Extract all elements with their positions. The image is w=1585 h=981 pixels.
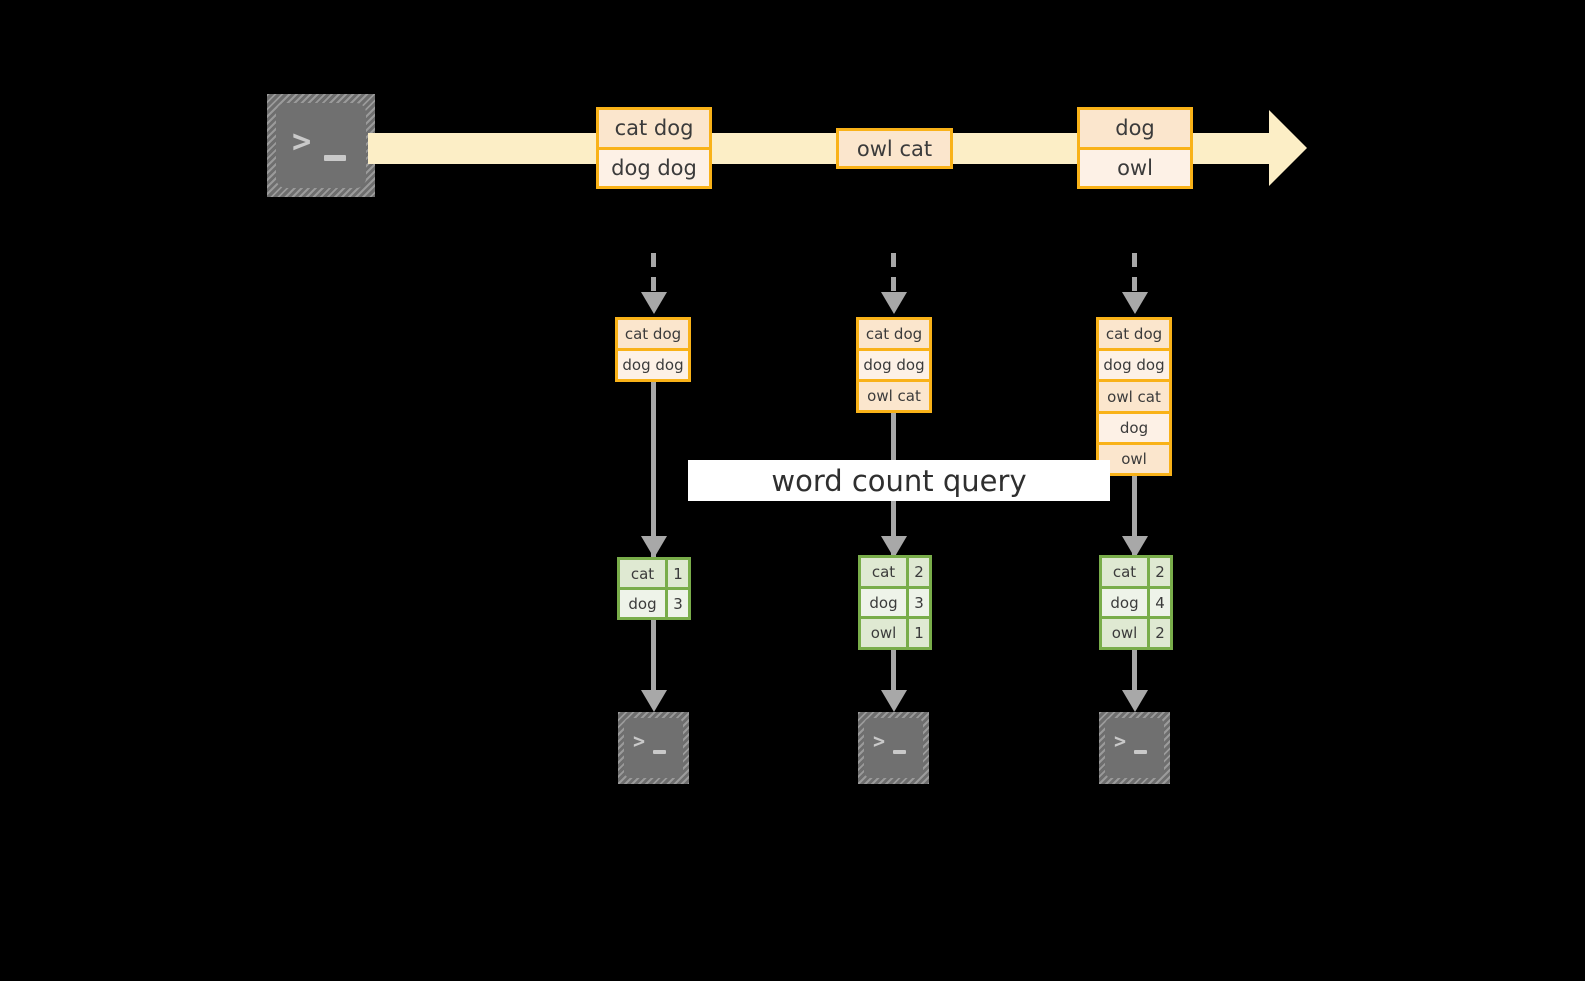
accumulated-table-2-row-2: dog dog bbox=[859, 348, 929, 379]
sink-arrow-3-line bbox=[1132, 650, 1137, 692]
trigger-2-dashed-line bbox=[891, 253, 896, 295]
trigger-3-dashed-line bbox=[1132, 253, 1137, 295]
sink-terminal-2-underscore-icon bbox=[893, 750, 906, 754]
result-table-2-row-1-count: 2 bbox=[914, 562, 924, 581]
sink-terminal-1-icon: > bbox=[618, 712, 689, 784]
stream-batch-2-line-1: owl cat bbox=[856, 136, 933, 161]
terminal-screen: > bbox=[276, 103, 366, 188]
stream-batch-1-line-2: dog dog bbox=[599, 146, 709, 186]
query-arrow-1-line bbox=[651, 382, 656, 558]
accumulated-table-2-row-1: cat dog bbox=[865, 325, 923, 343]
accumulated-table-3-row-1: cat dog bbox=[1105, 325, 1163, 344]
result-table-1-row-2-count: 3 bbox=[668, 590, 688, 617]
result-table-2-row-1: cat 2 bbox=[861, 558, 929, 586]
result-table-2-row-1-word: cat bbox=[861, 558, 909, 586]
accumulated-table-3-row-4: dog bbox=[1099, 410, 1169, 442]
sink-terminal-3-screen: > bbox=[1105, 718, 1164, 778]
query-arrow-3-line bbox=[1132, 476, 1137, 558]
sink-arrow-1-head-icon bbox=[641, 690, 667, 712]
trigger-1-dashed-line bbox=[651, 253, 656, 295]
sink-terminal-2-chevron-icon: > bbox=[873, 729, 886, 753]
trigger-2-arrowhead-icon bbox=[881, 292, 907, 314]
result-table-1-row-1-word: cat bbox=[620, 560, 668, 587]
result-table-2-row-3: owl 1 bbox=[861, 616, 929, 648]
accumulated-table-2: cat dog dog dog owl cat bbox=[856, 317, 932, 413]
sink-arrow-1-line bbox=[651, 620, 656, 692]
sink-terminal-1-screen: > bbox=[624, 718, 683, 778]
stream-batch-3: dog owl bbox=[1077, 107, 1193, 189]
accumulated-table-3-row-5: owl bbox=[1099, 441, 1169, 473]
stream-batch-1-line-1: cat dog bbox=[614, 116, 694, 141]
terminal-underscore-icon bbox=[324, 155, 346, 161]
result-table-1: cat 1 dog 3 bbox=[617, 557, 691, 620]
trigger-1-arrowhead-icon bbox=[641, 292, 667, 314]
result-table-2: cat 2 dog 3 owl 1 bbox=[858, 555, 932, 650]
query-banner-label: word count query bbox=[771, 463, 1027, 498]
result-table-2-row-2: dog 3 bbox=[861, 585, 929, 617]
sink-terminal-3-icon: > bbox=[1099, 712, 1170, 784]
stream-batch-3-line-2: owl bbox=[1080, 146, 1190, 186]
sink-terminal-2-icon: > bbox=[858, 712, 929, 784]
result-table-3-row-1-count: 2 bbox=[1155, 562, 1165, 581]
result-table-2-row-2-count: 3 bbox=[909, 588, 929, 617]
terminal-chevron-icon: > bbox=[292, 122, 312, 160]
sink-terminal-2-screen: > bbox=[864, 718, 923, 778]
result-table-1-row-2: dog 3 bbox=[620, 587, 688, 617]
result-table-3-row-3-count: 2 bbox=[1155, 624, 1165, 643]
result-table-1-row-1: cat 1 bbox=[620, 560, 688, 587]
sink-terminal-1-underscore-icon bbox=[653, 750, 666, 754]
result-table-2-row-3-word: owl bbox=[861, 619, 909, 648]
accumulated-table-1: cat dog dog dog bbox=[615, 317, 691, 382]
result-table-3-row-2-word: dog bbox=[1102, 588, 1150, 617]
result-table-2-row-3-count: 1 bbox=[914, 624, 924, 643]
sink-arrow-3-head-icon bbox=[1122, 690, 1148, 712]
trigger-3-arrowhead-icon bbox=[1122, 292, 1148, 314]
result-table-3: cat 2 dog 4 owl 2 bbox=[1099, 555, 1173, 650]
query-arrow-2-head-icon bbox=[881, 536, 907, 558]
accumulated-table-1-row-2: dog dog bbox=[618, 348, 688, 379]
sink-terminal-3-chevron-icon: > bbox=[1114, 729, 1127, 753]
result-table-2-row-2-word: dog bbox=[861, 588, 909, 617]
stream-batch-3-line-1: dog bbox=[1115, 116, 1155, 141]
query-arrow-1-head-icon bbox=[641, 536, 667, 558]
sink-terminal-3-underscore-icon bbox=[1134, 750, 1147, 754]
result-table-3-row-2-count: 4 bbox=[1150, 588, 1170, 617]
result-table-3-row-3: owl 2 bbox=[1102, 616, 1170, 648]
result-table-1-row-1-count: 1 bbox=[673, 564, 683, 583]
result-table-1-row-2-word: dog bbox=[620, 590, 668, 617]
stream-batch-1: cat dog dog dog bbox=[596, 107, 712, 189]
query-arrow-3-head-icon bbox=[1122, 536, 1148, 558]
result-table-3-row-1: cat 2 bbox=[1102, 558, 1170, 586]
result-table-3-row-3-word: owl bbox=[1102, 619, 1150, 648]
source-terminal-icon: > bbox=[267, 94, 375, 197]
result-table-3-row-1-word: cat bbox=[1102, 558, 1150, 586]
accumulated-table-3-row-2: dog dog bbox=[1099, 348, 1169, 380]
result-table-3-row-2: dog 4 bbox=[1102, 585, 1170, 617]
stream-arrowhead-icon bbox=[1269, 110, 1307, 186]
sink-arrow-2-line bbox=[891, 650, 896, 692]
accumulated-table-1-row-1: cat dog bbox=[624, 325, 682, 343]
accumulated-table-3: cat dog dog dog owl cat dog owl bbox=[1096, 317, 1172, 476]
sink-terminal-1-chevron-icon: > bbox=[633, 729, 646, 753]
accumulated-table-2-row-3: owl cat bbox=[859, 379, 929, 410]
accumulated-table-3-row-3: owl cat bbox=[1099, 379, 1169, 410]
stream-batch-2: owl cat bbox=[836, 128, 953, 169]
sink-arrow-2-head-icon bbox=[881, 690, 907, 712]
query-banner: word count query bbox=[688, 460, 1110, 501]
